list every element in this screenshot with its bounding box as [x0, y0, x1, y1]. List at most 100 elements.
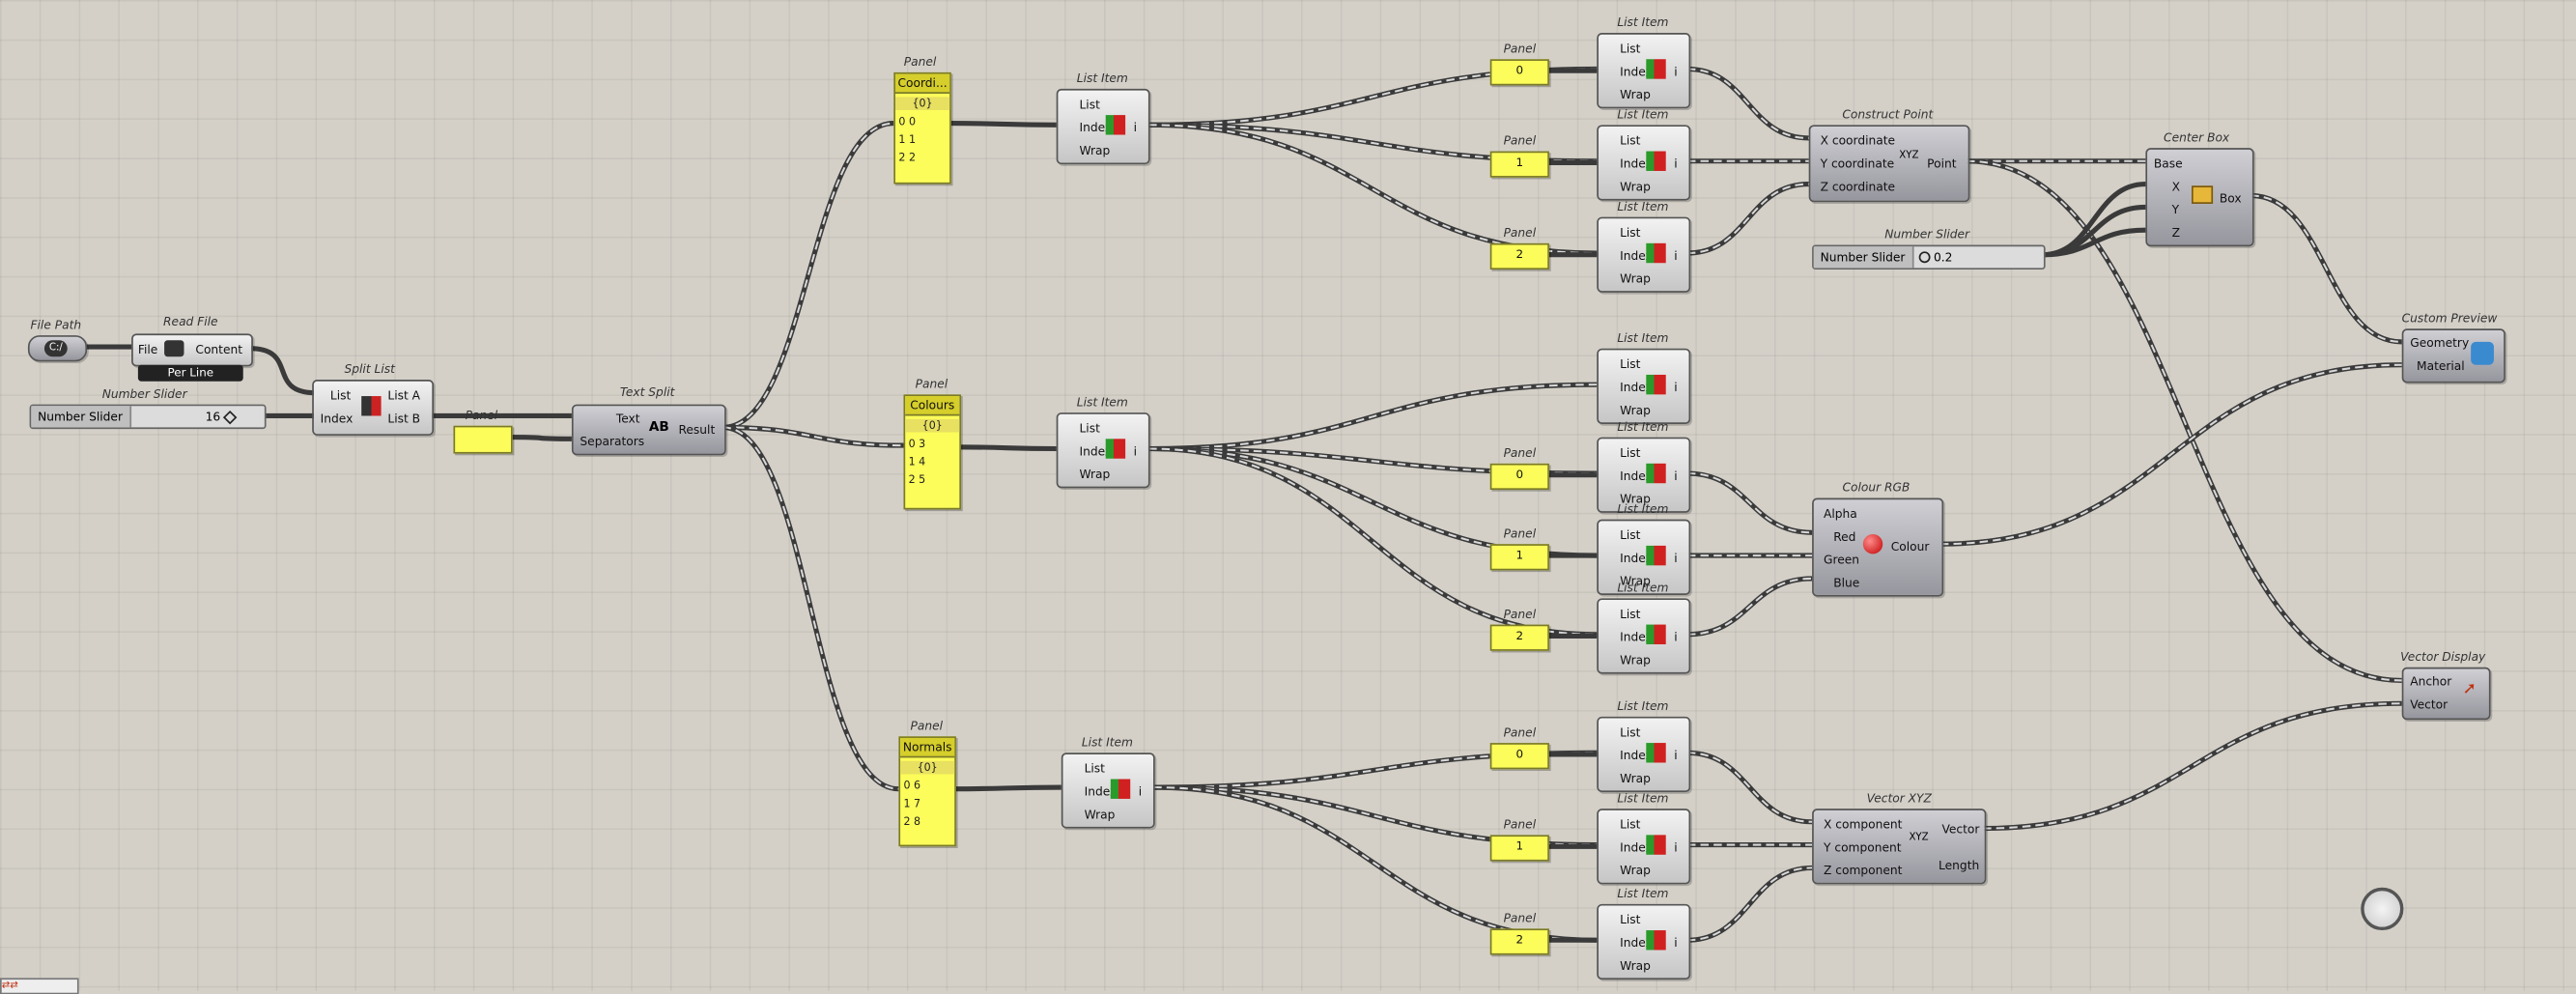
list-item-output: i — [1674, 629, 1678, 644]
colours-panel[interactable]: Colours {0} 0 3 1 4 2 5 — [903, 394, 962, 510]
split-list-component[interactable]: List Index List A List B — [312, 380, 435, 436]
list-item-input-list: List — [1620, 816, 1641, 832]
list-item-input-list: List — [1620, 445, 1641, 461]
list-item-caption: List Item — [1081, 734, 1133, 750]
index-panel[interactable]: 0 — [1489, 463, 1549, 491]
list-item-icon — [1646, 374, 1666, 395]
vector-display-input-anchor: Anchor — [2410, 673, 2452, 689]
text-split-component[interactable]: Text Separators AB Result — [571, 404, 726, 456]
coords-panel-title: Coordi... — [894, 73, 950, 94]
wire — [722, 121, 894, 430]
slider-label: Number Slider — [31, 406, 131, 428]
construct-point-caption: Construct Point — [1842, 106, 1934, 122]
size-slider[interactable]: Number Slider 0.2 — [1812, 244, 2046, 270]
separator-panel[interactable] — [453, 425, 513, 454]
index-panel[interactable]: 1 — [1489, 835, 1549, 862]
file-path-caption: File Path — [30, 317, 82, 332]
list-item-input-list: List — [1620, 912, 1641, 927]
text-split-input-separators: Separators — [580, 434, 645, 449]
index-panel[interactable]: 2 — [1489, 928, 1549, 955]
preview-icon — [2471, 341, 2494, 365]
list-item-input-index: Index — [1620, 629, 1653, 644]
file-path-icon: C:/ — [43, 340, 68, 357]
list-item-input-list: List — [1079, 97, 1100, 112]
construct-point-component[interactable]: X coordinate Y coordinate Z coordinate X… — [1808, 125, 1970, 203]
center-box-input-z: Z — [2171, 225, 2180, 241]
list-item-input-wrap: Wrap — [1079, 467, 1111, 482]
index-panel-value: 0 — [1515, 468, 1524, 482]
count-slider[interactable]: Number Slider 16 — [29, 404, 267, 430]
file-path-param[interactable]: C:/ — [27, 335, 88, 362]
vector-xyz-component[interactable]: X component Y component Z component XYZ … — [1812, 809, 1987, 885]
index-panel[interactable]: 2 — [1489, 624, 1549, 651]
wire-dash — [722, 426, 899, 790]
list-item-output: i — [1133, 120, 1138, 135]
list-item-input-wrap: Wrap — [1620, 491, 1651, 507]
read-file-mode-label[interactable]: Per Line — [137, 364, 243, 382]
construct-point-input-x: X coordinate — [1820, 132, 1896, 149]
colour-rgb-input-red: Red — [1833, 528, 1856, 545]
custom-preview-component[interactable]: Geometry Material — [2401, 328, 2505, 383]
wire-dash — [1686, 68, 1809, 139]
panel-index-caption: Panel — [1503, 41, 1537, 56]
index-panel-value: 0 — [1515, 748, 1524, 761]
index-panel[interactable]: 2 — [1489, 242, 1549, 270]
coords-panel[interactable]: Coordi... {0} 0 0 1 1 2 2 — [893, 71, 951, 185]
panel-coords-caption: Panel — [903, 54, 937, 70]
list-item-caption: List Item — [1617, 418, 1669, 435]
slider-grip[interactable] — [1918, 251, 1931, 264]
colours-panel-row: 1 4 — [908, 455, 926, 469]
colour-rgb-input-green: Green — [1823, 552, 1860, 568]
panel-separator-caption: Panel — [465, 407, 498, 423]
canvas-navigation-widget[interactable] — [2361, 887, 2404, 931]
text-split-input-text: Text — [615, 411, 640, 426]
colour-rgb-output: Colour — [1890, 539, 1930, 554]
list-item-input-index: Index — [1620, 551, 1653, 566]
wire-dash — [2250, 194, 2402, 343]
wire — [957, 444, 1057, 452]
index-panel[interactable]: 0 — [1489, 59, 1549, 86]
list-item-icon — [1105, 115, 1126, 135]
index-panel[interactable]: 1 — [1489, 151, 1549, 178]
center-box-caption: Center Box — [2164, 129, 2230, 145]
panel-index-caption: Panel — [1503, 816, 1537, 832]
slider-grip[interactable] — [222, 410, 238, 425]
list-item-input-list: List — [1079, 420, 1100, 436]
read-file-caption: Read File — [163, 313, 218, 329]
split-list-caption: Split List — [344, 361, 395, 377]
list-item-input-index: Index — [1620, 156, 1653, 171]
read-file-component[interactable]: File Content — [131, 333, 253, 367]
wire-dash — [722, 122, 894, 429]
split-list-icon — [361, 396, 382, 416]
index-panel-value: 1 — [1515, 156, 1524, 170]
canvas-status-icons[interactable]: ⇄⇄ — [0, 978, 79, 994]
index-panel[interactable]: 0 — [1489, 743, 1549, 770]
normals-panel[interactable]: Normals {0} 0 6 1 7 2 8 — [898, 736, 956, 847]
center-box-component[interactable]: Base X Y Z Box — [2145, 148, 2254, 247]
list-item-icon — [1646, 743, 1666, 763]
wire-dash — [1686, 752, 1813, 823]
index-panel[interactable]: 1 — [1489, 544, 1549, 571]
index-panel-value: 2 — [1515, 247, 1524, 262]
list-item-input-wrap: Wrap — [1620, 652, 1651, 667]
center-box-input-x: X — [2171, 179, 2180, 194]
list-item-caption: List Item — [1617, 790, 1669, 806]
colour-rgb-component[interactable]: Alpha Red Green Blue Colour — [1812, 497, 1944, 597]
vector-display-component[interactable]: Anchor Vector ➚ — [2401, 667, 2491, 721]
colour-rgb-input-blue: Blue — [1833, 575, 1860, 590]
vector-xyz-caption: Vector XYZ — [1866, 790, 1932, 806]
